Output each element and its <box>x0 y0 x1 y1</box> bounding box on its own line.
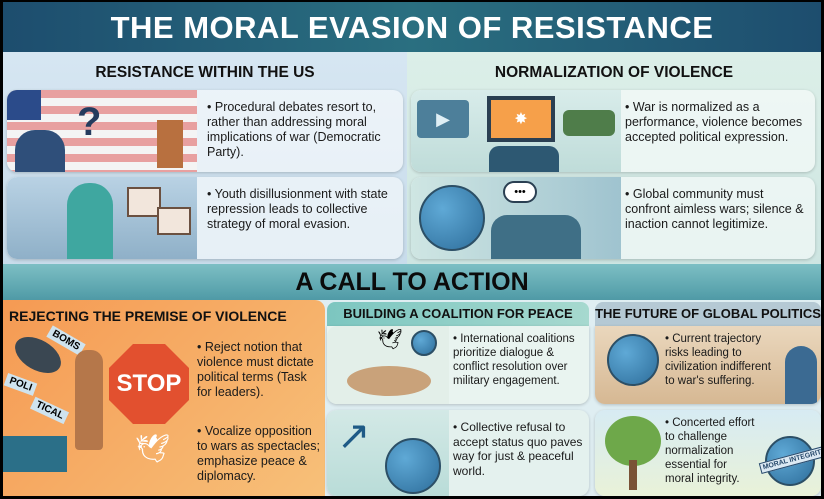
raised-hand-icon <box>75 350 103 450</box>
card-concerted-effort: MORAL INTEGRITY Concerted effort to chal… <box>595 410 821 496</box>
infographic: THE MORAL EVASION OF RESISTANCE RESISTAN… <box>3 2 821 496</box>
politics-illustration: ? <box>7 90 197 172</box>
card-current-trajectory: Current trajectory risks leading to civi… <box>595 326 821 404</box>
section-heading: THE FUTURE OF GLOBAL POLITICS <box>595 302 821 326</box>
call-to-action-heading: A CALL TO ACTION <box>3 264 821 300</box>
cracked-globe-icon <box>419 185 485 251</box>
tree-icon <box>605 416 661 466</box>
section-heading: NORMALIZATION OF VIOLENCE <box>494 64 734 81</box>
section-heading: BUILDING A COALITION FOR PEACE <box>327 302 589 326</box>
bullet-text: Youth disillusionment with state repress… <box>207 187 397 232</box>
main-title: THE MORAL EVASION OF RESISTANCE <box>3 2 821 52</box>
audience-icon <box>489 146 559 172</box>
rejecting-panel: REJECTING THE PREMISE OF VIOLENCE BOMS P… <box>3 300 325 496</box>
round-table-icon <box>347 366 431 396</box>
coalition-panel: BUILDING A COALITION FOR PEACE 🕊 Interna… <box>327 302 591 496</box>
card-international-coalitions: 🕊 International coalitions prioritize di… <box>327 326 589 404</box>
global-illustration: ••• <box>411 177 621 259</box>
protest-sign-icon <box>157 207 191 235</box>
card-youth-disillusionment: Youth disillusionment with state repress… <box>7 177 403 259</box>
podium-icon <box>157 120 183 168</box>
debris-label: TICAL <box>30 396 70 425</box>
section-heading: REJECTING THE PREMISE OF VIOLENCE <box>9 308 287 324</box>
rising-arrow-icon: ↗ <box>337 414 371 458</box>
tank-icon <box>563 110 615 136</box>
card-global-community: ••• Global community must confront aimle… <box>411 177 815 259</box>
rising-arrow-illustration: ↗ <box>327 410 449 496</box>
crying-youth-icon <box>67 183 113 259</box>
dove-icon: 🕊 <box>135 433 171 464</box>
sad-person-icon <box>785 346 817 404</box>
sleeve-icon <box>3 436 67 472</box>
debris-label: POLI <box>3 373 38 396</box>
bullet-text: Concerted effort to challenge normalizat… <box>665 416 757 486</box>
card-war-performance: ▶ ✸ War is normalized as a performance, … <box>411 90 815 172</box>
politicians-icon <box>15 130 65 172</box>
globe-icon <box>385 438 441 494</box>
card-collective-refusal: ↗ Collective refusal to accept status qu… <box>327 410 589 496</box>
bullet-text: Procedural debates resort to, rather tha… <box>207 100 397 160</box>
tree-trunk-icon <box>629 460 637 490</box>
bullet-text: War is normalized as a performance, viol… <box>625 100 811 145</box>
gagged-people-icon <box>491 215 581 259</box>
bullet-text: Current trajectory risks leading to civi… <box>665 332 783 388</box>
dove-icon: 🕊 <box>377 329 403 351</box>
normalization-panel: NORMALIZATION OF VIOLENCE ▶ ✸ War is nor… <box>407 52 821 264</box>
bullet-text: Vocalize opposition to wars as spectacle… <box>197 424 321 484</box>
globe-icon <box>411 330 437 356</box>
bullet-text: Reject notion that violence must dictate… <box>197 340 321 400</box>
bullet-text: Global community must confront aimless w… <box>625 187 811 232</box>
cracked-globe-icon <box>607 334 659 386</box>
us-flag-icon <box>7 90 41 120</box>
section-heading: RESISTANCE WITHIN THE US <box>95 64 315 81</box>
bullet-text: Collective refusal to accept status quo … <box>453 420 585 478</box>
resistance-panel: RESISTANCE WITHIN THE US ? Procedural de… <box>3 52 407 264</box>
question-mark-icon: ? <box>77 100 102 144</box>
explosion-screen-icon: ✸ <box>487 96 555 142</box>
stop-sign-icon: STOP <box>109 344 189 424</box>
video-play-icon: ▶ <box>417 100 469 138</box>
speech-bubble-icon: ••• <box>503 181 537 203</box>
card-procedural-debates: ? Procedural debates resort to, rather t… <box>7 90 403 172</box>
protest-sign-icon <box>127 187 161 217</box>
bullet-text: International coalitions prioritize dial… <box>453 332 587 388</box>
protest-illustration <box>7 177 197 259</box>
future-panel: THE FUTURE OF GLOBAL POLITICS Current tr… <box>595 302 821 496</box>
coalition-illustration: 🕊 <box>327 326 449 404</box>
media-illustration: ▶ ✸ <box>411 90 621 172</box>
